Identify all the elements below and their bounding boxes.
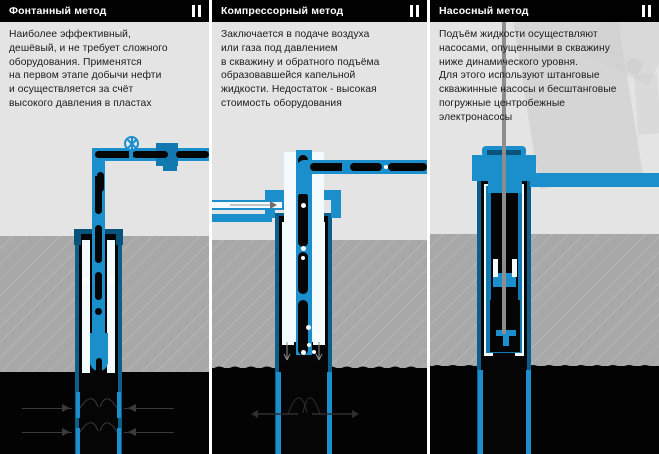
polished-rod (502, 0, 506, 156)
perforation-left (276, 372, 281, 454)
oil-reservoir-wave-boundary (430, 365, 659, 369)
pause-icon[interactable] (409, 5, 419, 17)
pump-port-right (512, 259, 517, 277)
wellhead-right-flange (331, 190, 341, 218)
inflow-arrow (124, 408, 174, 409)
layer-oil-reservoir (430, 366, 659, 454)
panel-title: Фонтанный метод (9, 5, 107, 17)
panel-compressor-method[interactable]: Компрессорный метод Заключается в подаче… (212, 0, 427, 454)
gas-liquid-slug (298, 192, 308, 247)
oil-slug (95, 272, 102, 300)
panel-title: Компрессорный метод (221, 5, 344, 17)
panel-description: Подъём жидкости осуществляют насосами, о… (439, 29, 617, 123)
annulus-oil-left (282, 345, 294, 375)
tubing-shoe-notch (96, 358, 102, 374)
gas-bubble (301, 246, 306, 251)
inflow-arrow (124, 432, 174, 433)
perforation-left (478, 370, 483, 454)
fluid-bubble (108, 277, 114, 283)
pipe-support (163, 166, 177, 171)
panel-header-pump: Насосный метод (430, 0, 659, 22)
panel-pump-method[interactable]: Насосный метод Подъём жидкости осуществл… (430, 0, 659, 454)
gas-bubble (301, 350, 306, 355)
oil-in-elbow (310, 163, 352, 171)
wellhead-flange-right (116, 229, 123, 245)
oil-in-outlet (133, 151, 168, 158)
annulus-oil-left (82, 373, 90, 387)
production-riser-upper (296, 160, 312, 194)
perforation-right (327, 372, 332, 454)
gas-injection-pipe-lower (212, 214, 272, 222)
oil-in-outlet (176, 151, 209, 158)
annulus-gas-column-right (310, 152, 324, 342)
perforation-right (117, 428, 121, 454)
gas-bubble (301, 203, 306, 208)
gas-bubble (312, 350, 316, 354)
reservoir-inflow-arrows (62, 398, 136, 436)
inflow-arrow (22, 408, 72, 409)
oil-droplet (95, 308, 102, 315)
inflow-arrow (22, 432, 72, 433)
panel-title: Насосный метод (439, 5, 529, 17)
perforation-left (76, 428, 80, 454)
annulus-fluid-left (82, 240, 90, 385)
panel-description: Наиболее эффективный, дешёвый, и не треб… (9, 29, 168, 109)
horizontal-outlet-pipe (530, 173, 659, 187)
gas-liquid-slug (298, 300, 308, 355)
panel-header-fountain: Фонтанный метод (0, 0, 209, 22)
oil-slug (95, 225, 102, 263)
pump-intake-stem (503, 332, 509, 346)
layer-rock-strata (430, 234, 659, 366)
perforation-right (117, 392, 121, 418)
tubing-shoe (90, 333, 108, 371)
gas-bubble (384, 165, 388, 169)
annulus-fluid-right (107, 240, 115, 385)
perforation-left (76, 392, 80, 418)
pumpjack-ghost-wheel (626, 58, 642, 74)
gas-liquid-slug (298, 252, 308, 294)
oil-in-riser (97, 172, 104, 192)
panel-divider (427, 0, 430, 454)
pump-port-left (493, 259, 498, 277)
tubing-string (92, 168, 105, 368)
fluid-bubble (82, 277, 89, 284)
gas-bubble (315, 334, 320, 339)
oil-slug (95, 172, 102, 214)
valve-stem (129, 148, 133, 160)
annulus-gas-column-left (284, 152, 298, 342)
wellhead-valve-wheel[interactable] (124, 136, 139, 151)
oil-in-outlet (350, 163, 382, 171)
panel-divider (209, 0, 212, 454)
perforation-right (526, 370, 531, 454)
oil-in-elbow (95, 151, 135, 158)
wellhead-flange-left (74, 229, 81, 245)
gas-bubble (307, 343, 311, 347)
gas-bubble (306, 325, 311, 330)
pause-icon[interactable] (641, 5, 651, 17)
gas-injection-arrow (230, 201, 277, 209)
panel-description: Заключается в подаче воздуха или газа по… (221, 29, 380, 109)
sucker-rod (502, 156, 506, 334)
reservoir-inflow-arrows (251, 397, 359, 418)
panel-fountain-method[interactable]: Фонтанный метод Наиболее эффективный, де… (0, 0, 209, 454)
oil-in-outlet (388, 163, 427, 171)
gas-bubble (301, 256, 305, 260)
panel-header-compressor: Компрессорный метод (212, 0, 427, 22)
pause-icon[interactable] (191, 5, 201, 17)
annulus-oil-right (107, 373, 115, 387)
